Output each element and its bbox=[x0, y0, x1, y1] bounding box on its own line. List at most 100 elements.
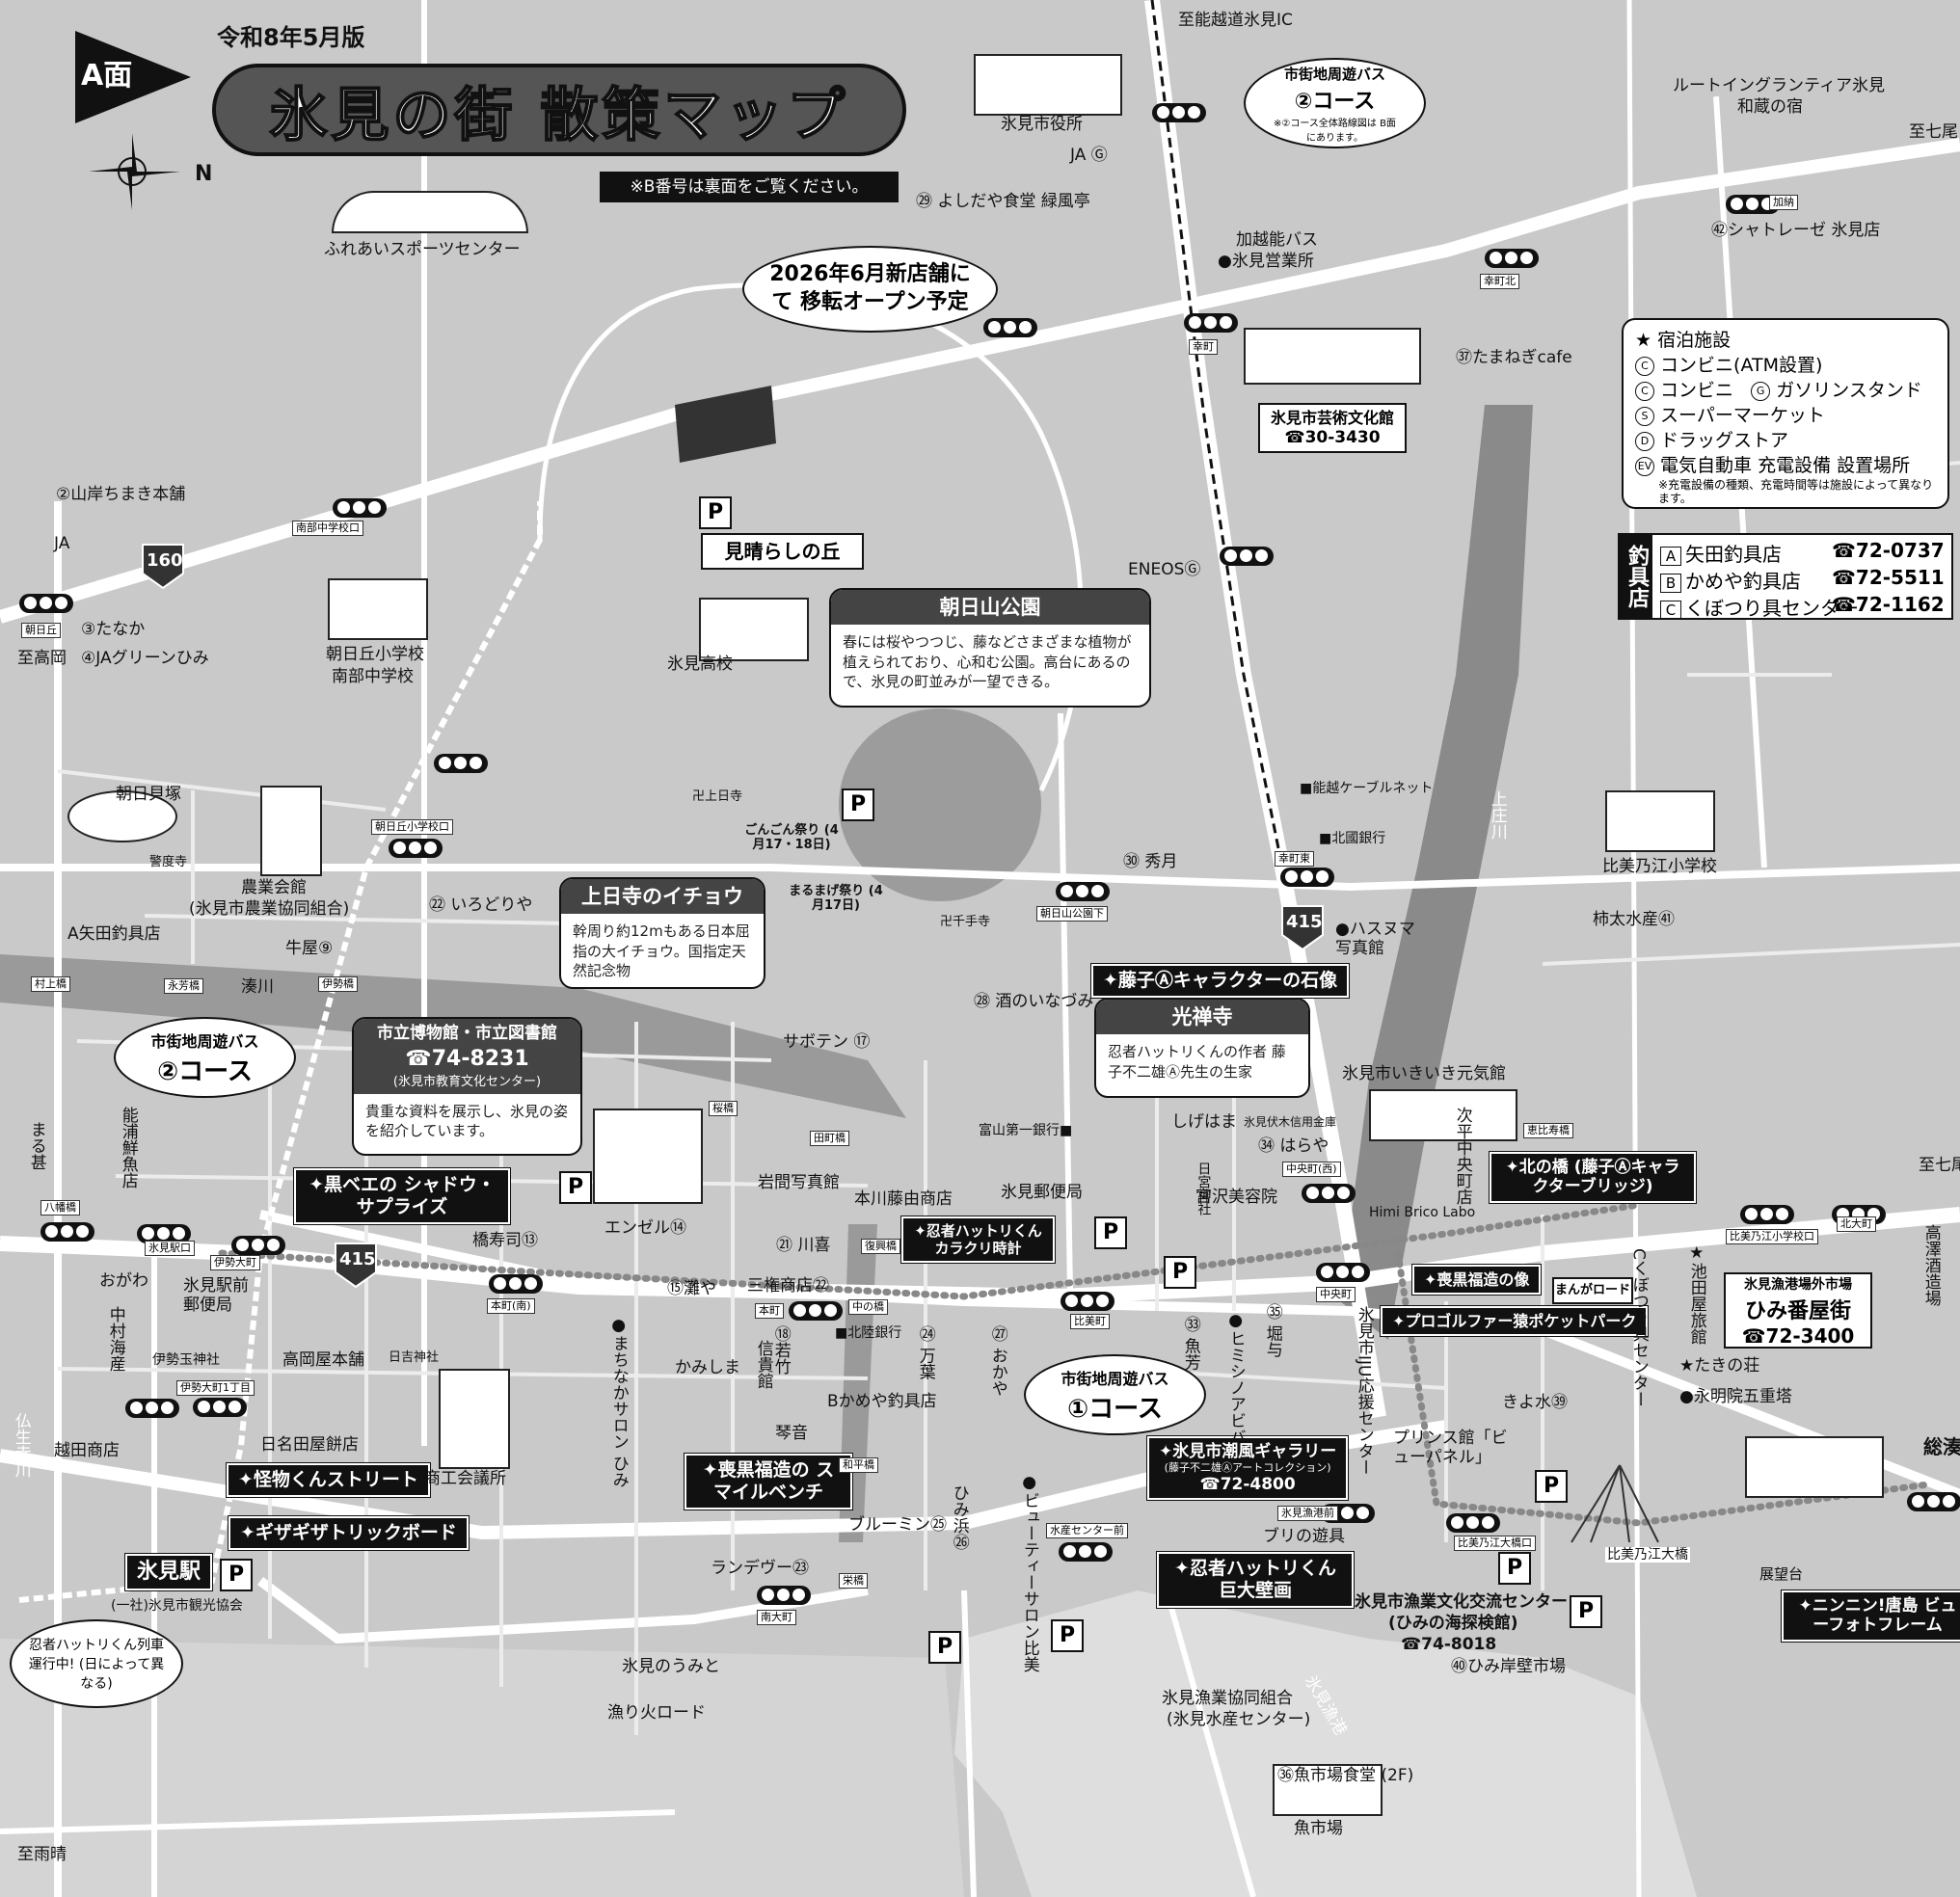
inter-chuo: 中央町 bbox=[1316, 1287, 1356, 1302]
traffic-light-icon bbox=[1056, 882, 1110, 901]
label-tamanegi: ㊲たまねぎcafe bbox=[1456, 348, 1572, 367]
label-kameya: Bかめや釣具店 bbox=[827, 1392, 937, 1411]
tackle-name-c: くぼつり具センター bbox=[1685, 597, 1859, 620]
museum-callout: 市立博物館・市立図書館 ☎74-8231 (氷見市教育文化センター) 貴重な資料… bbox=[352, 1017, 582, 1156]
parking-icon: P bbox=[220, 1559, 253, 1591]
bus-course2-top-title: 市街地周遊バス bbox=[1283, 65, 1385, 83]
label-tanaka: ③たなか bbox=[81, 620, 146, 639]
performing-arts-icon bbox=[1244, 328, 1421, 385]
label-blumin: ブルーミン㉕ bbox=[848, 1515, 947, 1535]
bridge bbox=[1571, 1464, 1659, 1543]
label-noura: 能浦鮮魚店 bbox=[118, 1107, 138, 1189]
harbour-water bbox=[954, 1590, 1697, 1897]
label-route-inn: ルートイングランティア氷見 bbox=[1673, 76, 1885, 95]
label-ushiya: 牛屋⑨ bbox=[285, 939, 334, 958]
label-shoko: 商工会議所 bbox=[424, 1469, 506, 1488]
label-ise-shrine: 伊勢玉神社 bbox=[152, 1352, 220, 1368]
label-takaoka-honpo: 高岡屋本舗 bbox=[282, 1350, 364, 1370]
label-asahigaoka-school: 朝日丘小学校 bbox=[326, 645, 424, 664]
side-a-label: A面 bbox=[81, 59, 133, 93]
label-hinade: 日名田屋餅店 bbox=[260, 1435, 359, 1455]
legend-conv: コンビニ bbox=[1660, 380, 1734, 401]
label-minatogawa: 湊川 bbox=[241, 977, 274, 997]
label-hiyoshi: 日吉神社 bbox=[389, 1350, 440, 1365]
label-shigehama: しげはま bbox=[1171, 1112, 1237, 1132]
parking-icon: P bbox=[1498, 1552, 1531, 1585]
drugstore-icon: D bbox=[1635, 431, 1654, 451]
bus-course2-left: 市街地周遊バス ②コース bbox=[114, 1017, 296, 1098]
parking-icon: P bbox=[842, 788, 874, 821]
legend-row-super: S スーパーマーケット bbox=[1635, 403, 1936, 428]
label-irodoriya: ㉒ いろどりや bbox=[429, 895, 533, 915]
label-tsugidaira: 次平中央町店 bbox=[1452, 1107, 1472, 1205]
tackle-tel-c: ☎72-1162 bbox=[1832, 593, 1945, 616]
inter-hibimino-school: 比美乃江小学校口 bbox=[1726, 1229, 1818, 1244]
museum-body: 貴重な資料を展示し、氷見の姿を紹介しています。 bbox=[365, 1103, 569, 1140]
label-to-nanao: 至七尾 bbox=[1909, 122, 1958, 142]
inter-eiho: 永芳橋 bbox=[164, 978, 203, 994]
label-isaribi: 漁り火ロード bbox=[607, 1703, 706, 1723]
tackle-shop-tag: 釣具店 bbox=[1620, 535, 1652, 618]
traffic-light-icon bbox=[1302, 1184, 1356, 1203]
traffic-light-icon bbox=[1220, 547, 1274, 566]
inter-nanbu: 南部中学校口 bbox=[292, 521, 363, 536]
label-yamagishi: ②山岸ちまき本舗 bbox=[56, 485, 186, 504]
label-ja: JA bbox=[54, 534, 70, 553]
asahiyama-title: 朝日山公園 bbox=[831, 590, 1149, 626]
map-title-text: 氷見の街 散策マップ bbox=[269, 81, 849, 150]
legend-row-conv-gas: C コンビニ G ガソリンスタンド bbox=[1635, 378, 1936, 403]
label-takazawa: 高澤酒造場 bbox=[1920, 1224, 1941, 1306]
tunnel bbox=[675, 386, 776, 463]
label-himi-post: 氷見駅前郵便局 bbox=[183, 1276, 249, 1315]
tackle-key-b: B bbox=[1660, 574, 1681, 593]
inter-wahei: 和平橋 bbox=[839, 1457, 878, 1473]
inter-shiominami: 南大町 bbox=[757, 1610, 796, 1625]
parking-icon: P bbox=[559, 1171, 592, 1204]
label-himi-high: 氷見高校 bbox=[667, 655, 733, 674]
sports-center-icon bbox=[332, 191, 528, 233]
school-asahigaoka-icon bbox=[328, 578, 428, 640]
label-nada: ⑮灘や bbox=[667, 1279, 716, 1298]
kozenji-body: 忍者ハットリくんの作者 藤子不二雄Ⓐ先生の生家 bbox=[1108, 1043, 1286, 1081]
compass-icon bbox=[89, 133, 195, 210]
himi-station-label: 氷見駅 bbox=[123, 1552, 214, 1592]
inter-suisan: 水産センター前 bbox=[1046, 1523, 1128, 1538]
legend-row-conv-atm: C コンビニ(ATM設置) bbox=[1635, 353, 1936, 378]
label-kawaki: ㉑ 川喜 bbox=[776, 1236, 831, 1255]
asahiyama-callout: 朝日山公園 春には桜やつつじ、藤などさまざまな植物が植えられており、心和む公園。… bbox=[829, 588, 1151, 708]
inter-asahiyama-shita: 朝日山公園下 bbox=[1036, 906, 1108, 922]
kurobee-label: ✦黒ベエの シャドウ・サプライズ bbox=[293, 1167, 511, 1225]
inter-honmachi: 本町 bbox=[755, 1303, 784, 1319]
label-chateraise: ㊷シャトレーゼ 氷見店 bbox=[1711, 221, 1881, 240]
inter-murakami: 村上橋 bbox=[31, 976, 70, 992]
label-tenbodai: 展望台 bbox=[1759, 1565, 1804, 1583]
kozenji-title: 光禅寺 bbox=[1096, 1000, 1308, 1035]
label-motokawa: 本川藤由商店 bbox=[854, 1189, 953, 1209]
label-buri: ブリの遊具 bbox=[1263, 1527, 1345, 1546]
kitanohashi-label: ✦北の橋 (藤子Ⓐキャラクターブリッジ) bbox=[1489, 1151, 1697, 1204]
performing-arts-box: 氷見市芸術文化館 ☎30-3430 bbox=[1258, 403, 1407, 453]
parking-icon: P bbox=[1051, 1619, 1084, 1652]
label-yata: A矢田釣具店 bbox=[67, 924, 161, 944]
label-landevu: ランデヴー㉓ bbox=[711, 1559, 809, 1578]
label-nogyo: 農業会館 bbox=[241, 878, 307, 897]
inter-saiwai-kita: 幸町北 bbox=[1480, 274, 1519, 289]
shioka-gallery-label: ✦氷見市潮風ギャラリー (藤子不二雄Ⓐアートコレクション) ☎72-4800 bbox=[1145, 1435, 1350, 1501]
legend-conv-atm: コンビニ(ATM設置) bbox=[1660, 355, 1823, 376]
legend-gas: ガソリンスタンド bbox=[1776, 380, 1922, 401]
label-sogo: 総湊 bbox=[1923, 1435, 1960, 1458]
moguro-statue-label: ✦喪黒福造の像 bbox=[1410, 1263, 1543, 1296]
banyagai-icon bbox=[1745, 1436, 1884, 1498]
label-sangen: 三権商店㉒ bbox=[747, 1276, 829, 1296]
label-to-amaharashi: 至雨晴 bbox=[17, 1845, 67, 1864]
label-harara: ㉞ はらや bbox=[1258, 1136, 1329, 1156]
traffic-light-icon bbox=[789, 1301, 843, 1321]
label-fushiki: 氷見伏木信用金庫 bbox=[1244, 1115, 1337, 1129]
label-yoshidaya: ㉙ よしだや食堂 緑風亭 bbox=[916, 192, 1090, 211]
kaibutsu-label: ✦怪物くんストリート bbox=[226, 1462, 431, 1498]
tackle-key-c: C bbox=[1660, 601, 1681, 620]
legend-row-drug: D ドラッグストア bbox=[1635, 428, 1936, 453]
label-senjuji: 卍千手寺 bbox=[940, 915, 991, 929]
inter-asahi: 朝日丘 bbox=[21, 623, 61, 638]
